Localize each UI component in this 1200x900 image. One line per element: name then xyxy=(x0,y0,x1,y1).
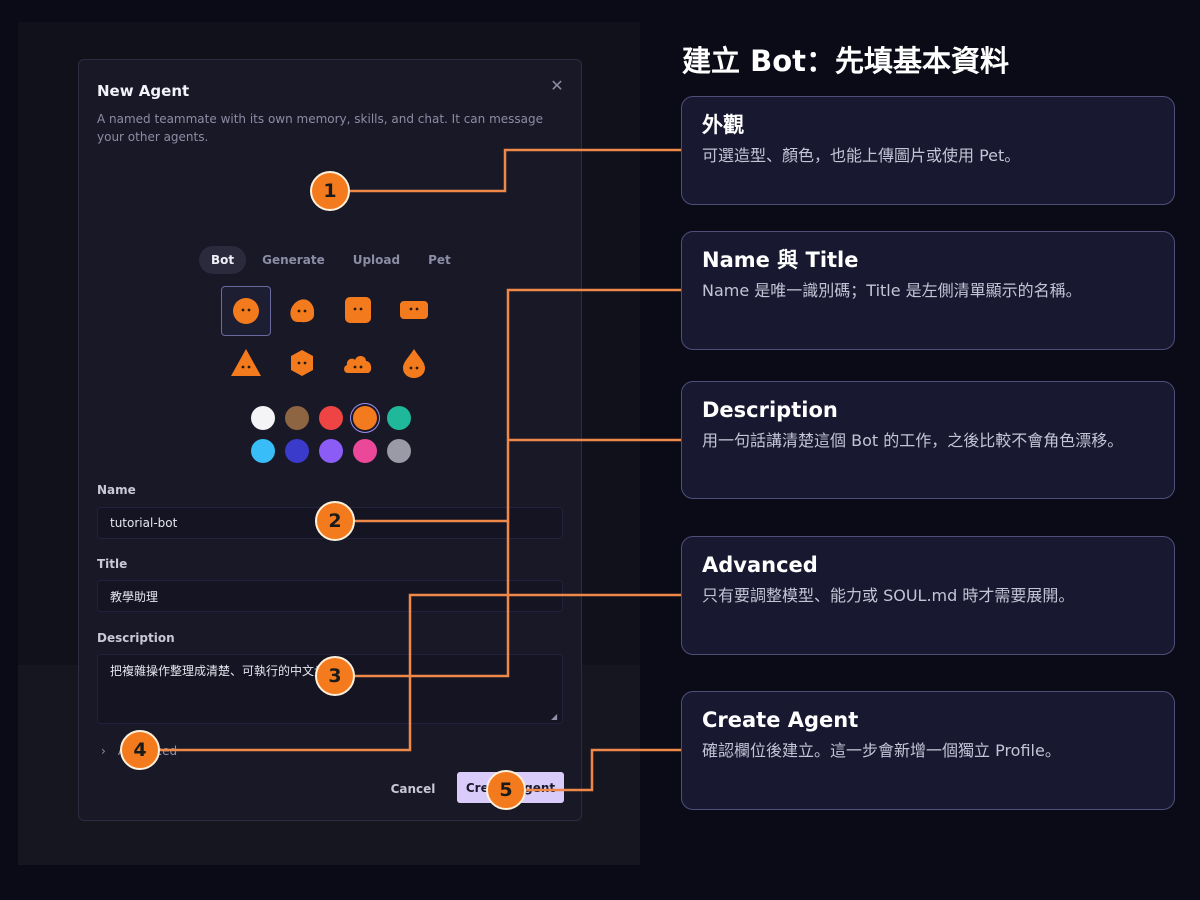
annotation-card-description: Description 用一句話講清楚這個 Bot 的工作，之後比較不會角色漂移… xyxy=(681,381,1175,499)
drop-bot-icon xyxy=(403,349,425,378)
triangle-bot-icon xyxy=(231,349,261,376)
shape-rounded-square-option[interactable] xyxy=(333,286,383,334)
color-swatch-gray[interactable] xyxy=(387,439,411,463)
modal-title: New Agent xyxy=(97,82,190,100)
tutorial-heading: 建立 Bot：先填基本資料 xyxy=(682,44,1009,78)
cloud-bot-icon xyxy=(344,355,372,373)
step-badge-1: 1 xyxy=(310,171,350,211)
color-swatch-sky[interactable] xyxy=(251,439,275,463)
title-label: Title xyxy=(97,557,128,571)
chevron-right-icon: › xyxy=(101,744,106,758)
card-title: Description xyxy=(702,398,838,422)
shape-hexagon-option[interactable] xyxy=(277,339,327,387)
annotation-card-name-title: Name 與 Title Name 是唯一識別碼；Title 是左側清單顯示的名… xyxy=(681,231,1175,350)
annotation-card-advanced: Advanced 只有要調整模型、能力或 SOUL.md 時才需要展開。 xyxy=(681,536,1175,655)
title-input[interactable] xyxy=(97,580,563,612)
shape-drop-option[interactable] xyxy=(389,339,439,387)
card-title: Advanced xyxy=(702,553,818,577)
rounded-square-bot-icon xyxy=(345,297,371,323)
shape-rectangle-option[interactable] xyxy=(389,286,439,334)
step-badge-2: 2 xyxy=(315,501,355,541)
color-swatch-brown[interactable] xyxy=(285,406,309,430)
card-title: Create Agent xyxy=(702,708,859,732)
color-swatch-teal[interactable] xyxy=(387,406,411,430)
tab-pet[interactable]: Pet xyxy=(428,253,451,267)
card-body: 用一句話講清楚這個 Bot 的工作，之後比較不會角色漂移。 xyxy=(702,431,1124,450)
appearance-tabs: Bot Generate Upload Pet xyxy=(199,246,463,274)
step-badge-3: 3 xyxy=(315,656,355,696)
shape-blob-option[interactable] xyxy=(277,286,327,334)
step-badge-5: 5 xyxy=(486,770,526,810)
card-body: 只有要調整模型、能力或 SOUL.md 時才需要展開。 xyxy=(702,586,1075,605)
card-title: 外觀 xyxy=(702,113,744,137)
rectangle-bot-icon xyxy=(400,301,428,319)
tab-bot[interactable]: Bot xyxy=(199,246,247,274)
modal-description: A named teammate with its own memory, sk… xyxy=(97,112,544,144)
card-body: Name 是唯一識別碼；Title 是左側清單顯示的名稱。 xyxy=(702,281,1082,300)
color-swatch-indigo[interactable] xyxy=(285,439,309,463)
annotation-card-appearance: 外觀 可選造型、顏色，也能上傳圖片或使用 Pet。 xyxy=(681,96,1175,205)
name-label: Name xyxy=(97,483,136,497)
color-swatch-white[interactable] xyxy=(251,406,275,430)
shape-circle-option[interactable] xyxy=(221,286,271,336)
tab-upload[interactable]: Upload xyxy=(352,253,401,267)
color-swatch-pink[interactable] xyxy=(353,439,377,463)
step-badge-4: 4 xyxy=(120,730,160,770)
annotation-card-create-agent: Create Agent 確認欄位後建立。這一步會新增一個獨立 Profile。 xyxy=(681,691,1175,810)
color-swatch-violet[interactable] xyxy=(319,439,343,463)
hexagon-bot-icon xyxy=(291,350,313,376)
description-label: Description xyxy=(97,631,175,645)
card-title: Name 與 Title xyxy=(702,248,859,272)
resize-handle-icon[interactable]: ◢ xyxy=(551,712,558,721)
color-swatch-red[interactable] xyxy=(319,406,343,430)
card-body: 確認欄位後建立。這一步會新增一個獨立 Profile。 xyxy=(702,741,1061,760)
shape-triangle-option[interactable] xyxy=(221,339,271,387)
circle-bot-icon xyxy=(233,298,259,324)
tab-generate[interactable]: Generate xyxy=(262,253,325,267)
shape-cloud-option[interactable] xyxy=(333,339,383,387)
card-body: 可選造型、顏色，也能上傳圖片或使用 Pet。 xyxy=(702,146,1021,165)
blob-bot-icon xyxy=(290,299,315,323)
close-icon[interactable]: ✕ xyxy=(550,76,564,95)
color-swatch-orange[interactable] xyxy=(353,406,377,430)
cancel-button[interactable]: Cancel xyxy=(383,776,443,802)
